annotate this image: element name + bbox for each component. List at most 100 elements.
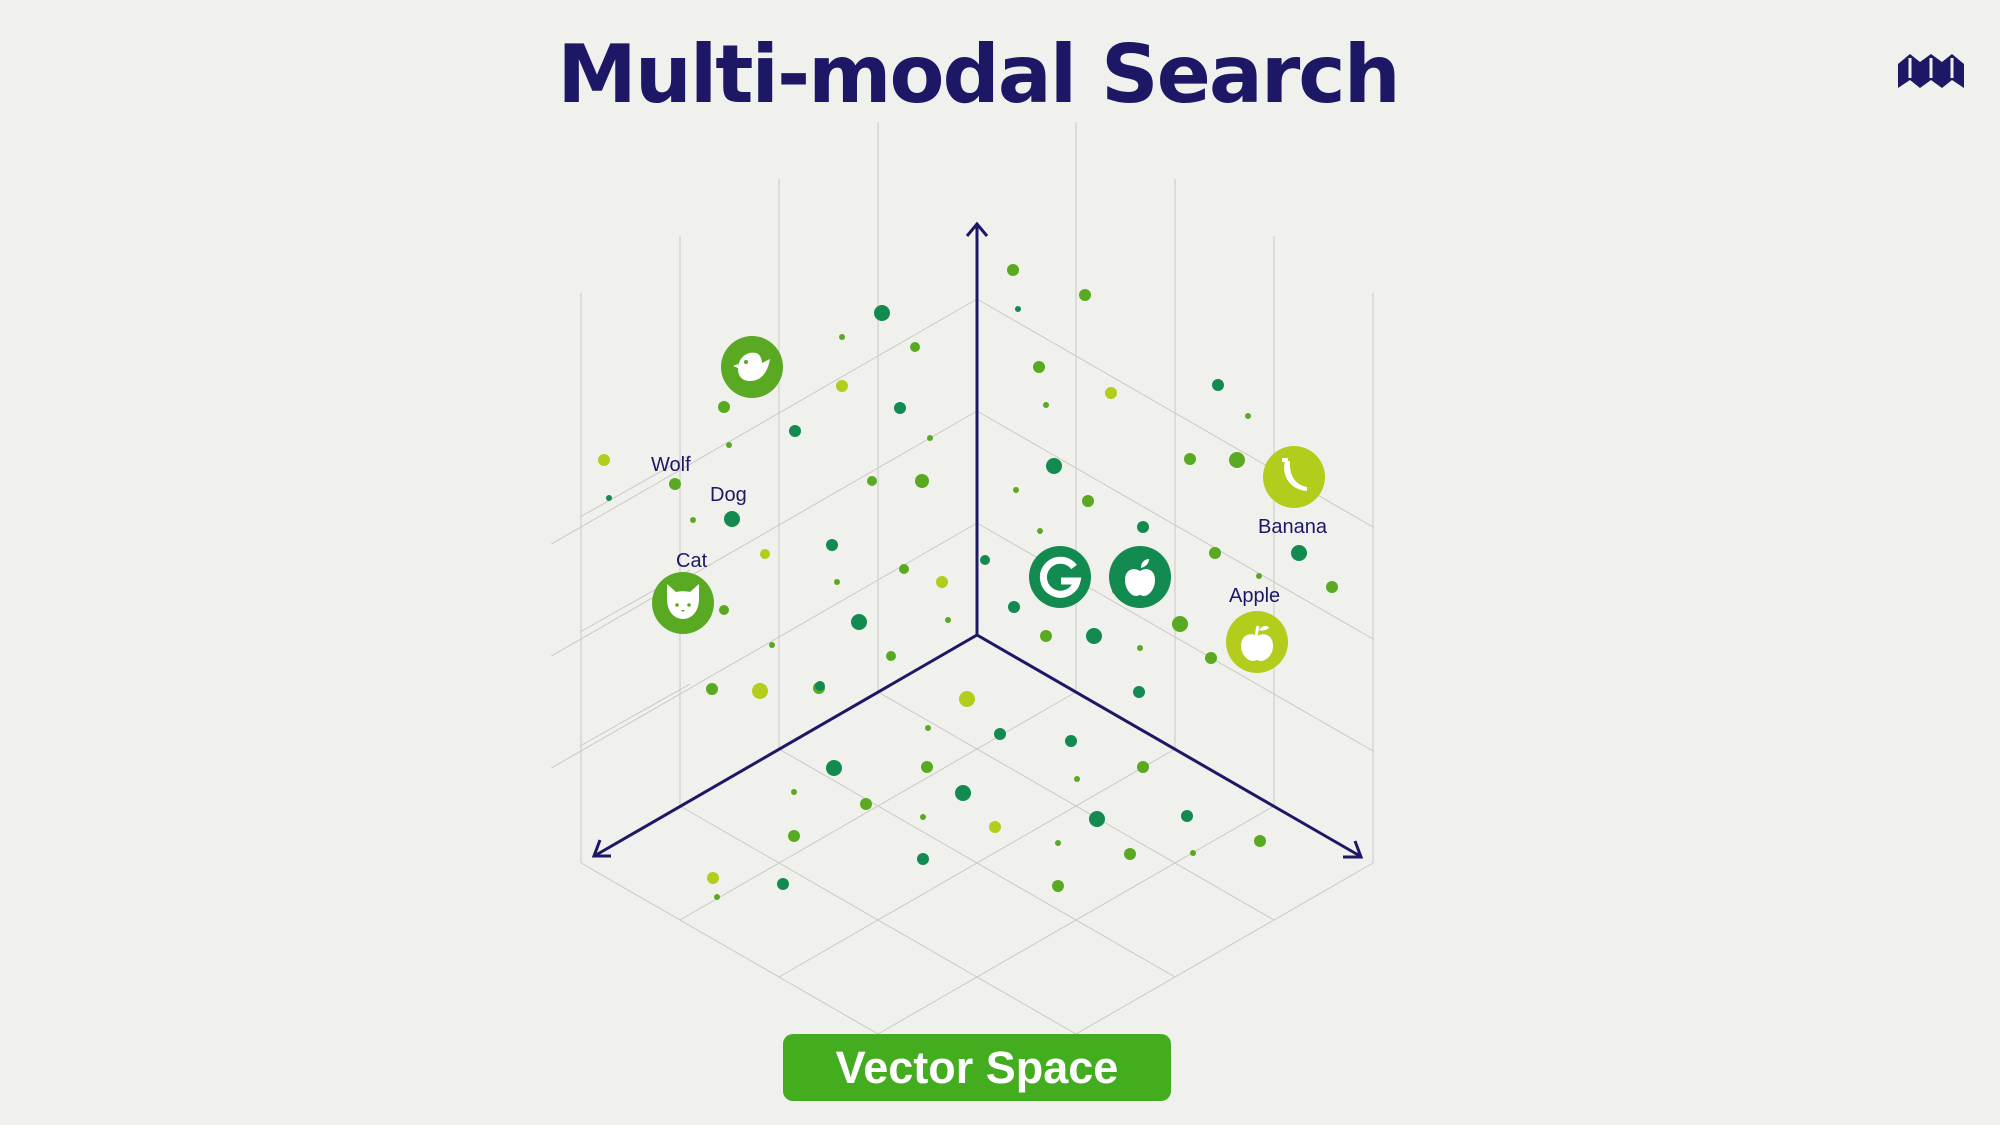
cat-icon bbox=[667, 584, 699, 619]
scatter-dot bbox=[1291, 545, 1307, 561]
scatter-dot bbox=[724, 511, 740, 527]
scatter-dot bbox=[1013, 487, 1019, 493]
grid-line bbox=[1293, 704, 1375, 752]
bird-node bbox=[721, 336, 783, 398]
scatter-dot bbox=[867, 476, 877, 486]
scatter-dot bbox=[980, 555, 990, 565]
apple-company-node bbox=[1109, 546, 1171, 608]
grid-line bbox=[551, 522, 978, 769]
scatter-dot bbox=[1086, 628, 1102, 644]
scatter-dot bbox=[669, 478, 681, 490]
scatter-dot bbox=[1033, 361, 1045, 373]
scatter-dot bbox=[1172, 616, 1188, 632]
scatter-dot bbox=[707, 872, 719, 884]
scatter-dot bbox=[598, 454, 610, 466]
scatter-dots bbox=[598, 264, 1338, 900]
vector-space-label: Vector Space bbox=[835, 1041, 1119, 1093]
scatter-dot bbox=[706, 683, 718, 695]
scatter-dot bbox=[1124, 848, 1136, 860]
scatter-dot bbox=[1082, 495, 1094, 507]
axes bbox=[591, 221, 1364, 859]
scatter-dot bbox=[1137, 645, 1143, 651]
scatter-dot bbox=[1065, 735, 1077, 747]
scatter-dot bbox=[936, 576, 948, 588]
scatter-dot bbox=[1055, 840, 1061, 846]
scatter-dot bbox=[1079, 289, 1091, 301]
grid-line bbox=[778, 748, 1176, 978]
scatter-dot bbox=[826, 760, 842, 776]
scatter-dot bbox=[1008, 601, 1020, 613]
scatter-dot bbox=[714, 894, 720, 900]
scatter-dot bbox=[815, 681, 825, 691]
label-dog: Dog bbox=[710, 484, 747, 506]
axis-left bbox=[595, 633, 978, 857]
scatter-dot bbox=[1043, 402, 1049, 408]
grid-line bbox=[579, 454, 691, 518]
scatter-dot bbox=[959, 691, 975, 707]
apple-logo-icon bbox=[1125, 559, 1155, 596]
scatter-dot bbox=[921, 761, 933, 773]
scatter-dot bbox=[788, 830, 800, 842]
axis-arrow bbox=[965, 221, 989, 237]
scatter-dot bbox=[726, 442, 732, 448]
scatter-dot bbox=[874, 305, 890, 321]
scatter-dot bbox=[1245, 413, 1251, 419]
scatter-dot bbox=[1040, 630, 1052, 642]
scatter-dot bbox=[839, 334, 845, 340]
scatter-dot bbox=[1007, 264, 1019, 276]
scatter-dot bbox=[910, 342, 920, 352]
scatter-dot bbox=[1209, 547, 1221, 559]
scatter-dot bbox=[1205, 652, 1217, 664]
apple-fruit-icon bbox=[1241, 625, 1273, 661]
scatter-dot bbox=[760, 549, 770, 559]
cat-node bbox=[652, 572, 714, 634]
grid-line bbox=[976, 410, 1295, 594]
scatter-dot bbox=[1184, 453, 1196, 465]
scatter-dot bbox=[915, 474, 929, 488]
scatter-dot bbox=[777, 878, 789, 890]
axis-right bbox=[976, 633, 1361, 858]
brand-logo-icon bbox=[1898, 54, 1964, 88]
scatter-dot bbox=[955, 785, 971, 801]
axis-arrow bbox=[591, 839, 611, 858]
scatter-dot bbox=[791, 789, 797, 795]
banana-node bbox=[1263, 446, 1325, 508]
scatter-dot bbox=[1137, 761, 1149, 773]
scatter-dot bbox=[1046, 458, 1062, 474]
scatter-dot bbox=[718, 401, 730, 413]
scatter-dot bbox=[1181, 810, 1193, 822]
scatter-dot bbox=[1212, 379, 1224, 391]
axis-arrow bbox=[1343, 840, 1364, 859]
label-cat: Cat bbox=[676, 550, 708, 572]
grid-line bbox=[679, 805, 1077, 1035]
scatter-dot bbox=[1256, 573, 1262, 579]
label-banana: Banana bbox=[1258, 516, 1328, 538]
google-node bbox=[1029, 546, 1091, 608]
grid-line bbox=[976, 298, 1295, 482]
scatter-dot bbox=[945, 617, 951, 623]
scatter-dot bbox=[917, 853, 929, 865]
scatter-dot bbox=[994, 728, 1006, 740]
scatter-dot bbox=[1229, 452, 1245, 468]
scatter-dot bbox=[899, 564, 909, 574]
scatter-dot bbox=[989, 821, 1001, 833]
scatter-dot bbox=[894, 402, 906, 414]
scatter-dot bbox=[789, 425, 801, 437]
page-title: Multi-modal Search bbox=[557, 28, 1400, 121]
scatter-dot bbox=[752, 683, 768, 699]
banana-icon bbox=[1282, 458, 1307, 491]
scatter-dot bbox=[920, 814, 926, 820]
grid-line bbox=[579, 683, 691, 747]
scatter-dot bbox=[719, 605, 729, 615]
scatter-dot bbox=[1254, 835, 1266, 847]
scatter-dot bbox=[1037, 528, 1043, 534]
scatter-dot bbox=[1074, 776, 1080, 782]
scatter-dot bbox=[606, 495, 612, 501]
scatter-dot bbox=[1089, 811, 1105, 827]
scatter-dot bbox=[834, 579, 840, 585]
scatter-dot bbox=[1190, 850, 1196, 856]
grid-line bbox=[877, 805, 1275, 1035]
scatter-dot bbox=[1015, 306, 1021, 312]
vector-space-badge: Vector Space bbox=[783, 1034, 1171, 1101]
